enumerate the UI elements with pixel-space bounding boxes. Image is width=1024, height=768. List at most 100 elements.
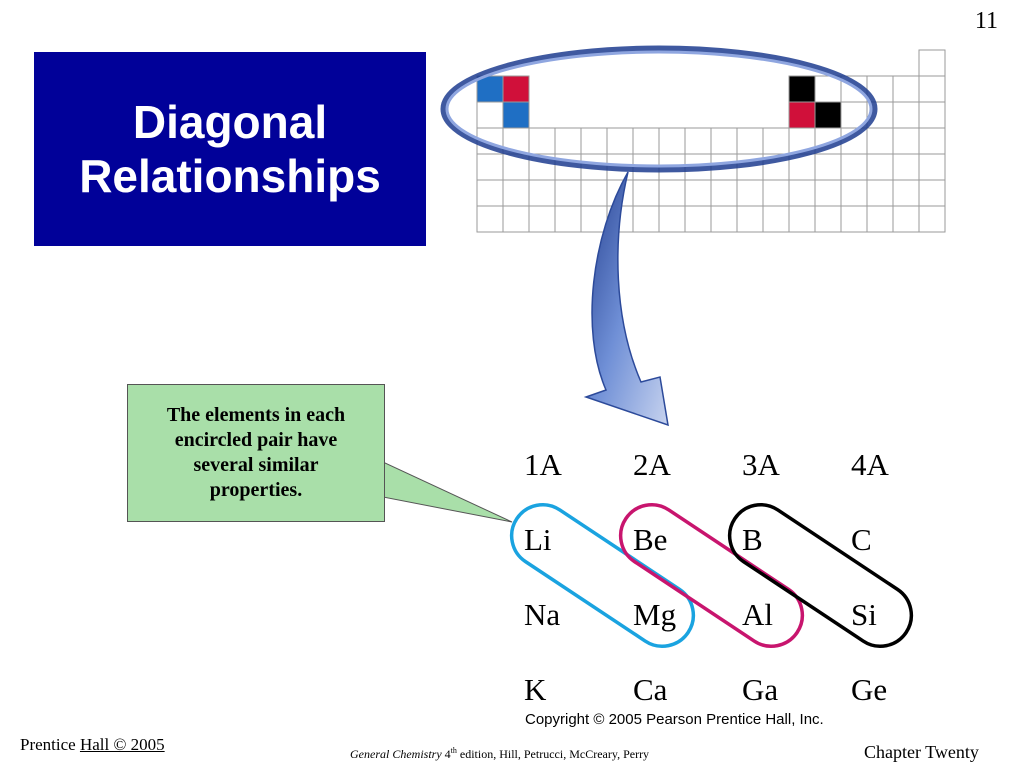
mini-table-cell [814,75,842,103]
mini-table-cell [554,179,582,207]
mini-table-cell [892,75,920,103]
footer-left: Prentice Hall © 2005 [20,735,165,755]
footer-publisher-link[interactable]: Hall © 2005 [79,735,165,754]
mini-table-cell [554,127,582,155]
group-label-4a: 4A [851,447,890,482]
mini-table-cell [606,127,634,155]
mini-table-cell [892,179,920,207]
pair-outline-li-mg [509,503,696,648]
mini-table-cell [736,205,764,233]
footer-publisher: Prentice [20,735,76,754]
element-al: Al [742,597,773,632]
mini-table-cell [476,179,504,207]
mini-table-cell [710,205,738,233]
mini-table-cell [632,127,660,155]
element-ga: Ga [742,672,778,707]
mini-table-cell [476,153,504,181]
callout-text: The elements in each encircled pair have… [159,403,353,503]
mini-table-cell [762,179,790,207]
mini-table-cell [554,205,582,233]
mini-table-cell-al [788,101,816,129]
mini-table-cell [892,205,920,233]
mini-table-cell [892,101,920,129]
callout-box: The elements in each encircled pair have… [127,384,385,522]
mini-table-cell [502,205,530,233]
footer-chapter: Chapter Twenty [864,742,979,762]
pair-outline-b-si [727,503,914,648]
mini-table-cell [918,49,946,77]
mini-table-cell [918,179,946,207]
element-be: Be [633,522,667,557]
footer-edition-suffix: th [450,746,457,755]
pair-outlines [509,503,914,648]
title-line-1: Diagonal [132,96,328,148]
footer-center: General Chemistry 4th edition, Hill, Pet… [350,746,649,762]
mini-table-cell [866,179,894,207]
mini-table-cell [918,127,946,155]
element-ge: Ge [851,672,887,707]
callout-pointer [382,461,513,523]
slide-number: 11 [974,8,998,34]
copyright-text: Copyright © 2005 Pearson Prentice Hall, … [525,711,824,728]
footer-edition: 4 [441,747,451,761]
mini-table-cell [788,205,816,233]
element-c: C [851,522,872,557]
title-line-2: Relationships [79,150,381,202]
mini-table-cell [892,153,920,181]
mini-table-cell-si [814,101,842,129]
mini-table-cell [918,101,946,129]
mini-table-cell [580,179,608,207]
mini-table-cell-be [502,75,530,103]
mini-table-cell [788,179,816,207]
footer-book-title: General Chemistry [350,747,442,761]
mini-table-cell [736,179,764,207]
element-k: K [524,672,547,707]
mini-table-cell [918,153,946,181]
footer-authors: edition, Hill, Petrucci, McCreary, Perry [456,747,650,761]
mini-table-cell [814,179,842,207]
mini-table-cell [684,127,712,155]
mini-table-cell [840,153,868,181]
callout-line-1: The elements in each [166,404,346,426]
mini-table-cell [918,75,946,103]
element-mg: Mg [633,597,676,632]
mini-table-cell-mg [502,101,530,129]
element-si: Si [851,597,877,632]
group-label-2a: 2A [633,447,672,482]
mini-table-cell [528,179,556,207]
mini-table-cell [892,127,920,155]
mini-table-cell [528,205,556,233]
element-ca: Ca [633,672,668,707]
group-label-1a: 1A [524,447,563,482]
mini-table-cell-b [788,75,816,103]
mini-table-cell [736,127,764,155]
curved-arrow [583,171,669,427]
slide-title: Diagonal Relationships [79,95,381,203]
mini-table-cell [866,127,894,155]
title-box: Diagonal Relationships [34,52,426,246]
mini-table-cell [502,179,530,207]
element-na: Na [524,597,560,632]
mini-table-cell [528,127,556,155]
pair-outline-be-al [618,503,805,648]
mini-table-cell [580,127,608,155]
mini-table-cell [632,205,660,233]
mini-table-cell [580,205,608,233]
mini-table-cell [476,205,504,233]
mini-table-cell [814,205,842,233]
mini-table-cell [476,101,504,129]
mini-table-cell [762,205,790,233]
mini-periodic-table [476,49,946,233]
callout-line-4: properties. [209,479,303,501]
group-label-3a: 3A [742,447,781,482]
mini-table-cell [840,205,868,233]
callout-line-2: encircled pair have [174,429,338,451]
mini-table-cell [710,127,738,155]
mini-table-cell [658,179,686,207]
mini-table-cell [866,153,894,181]
mini-table-cell [840,179,868,207]
callout-line-3: several similar [193,454,319,476]
mini-table-cell-li [476,75,504,103]
